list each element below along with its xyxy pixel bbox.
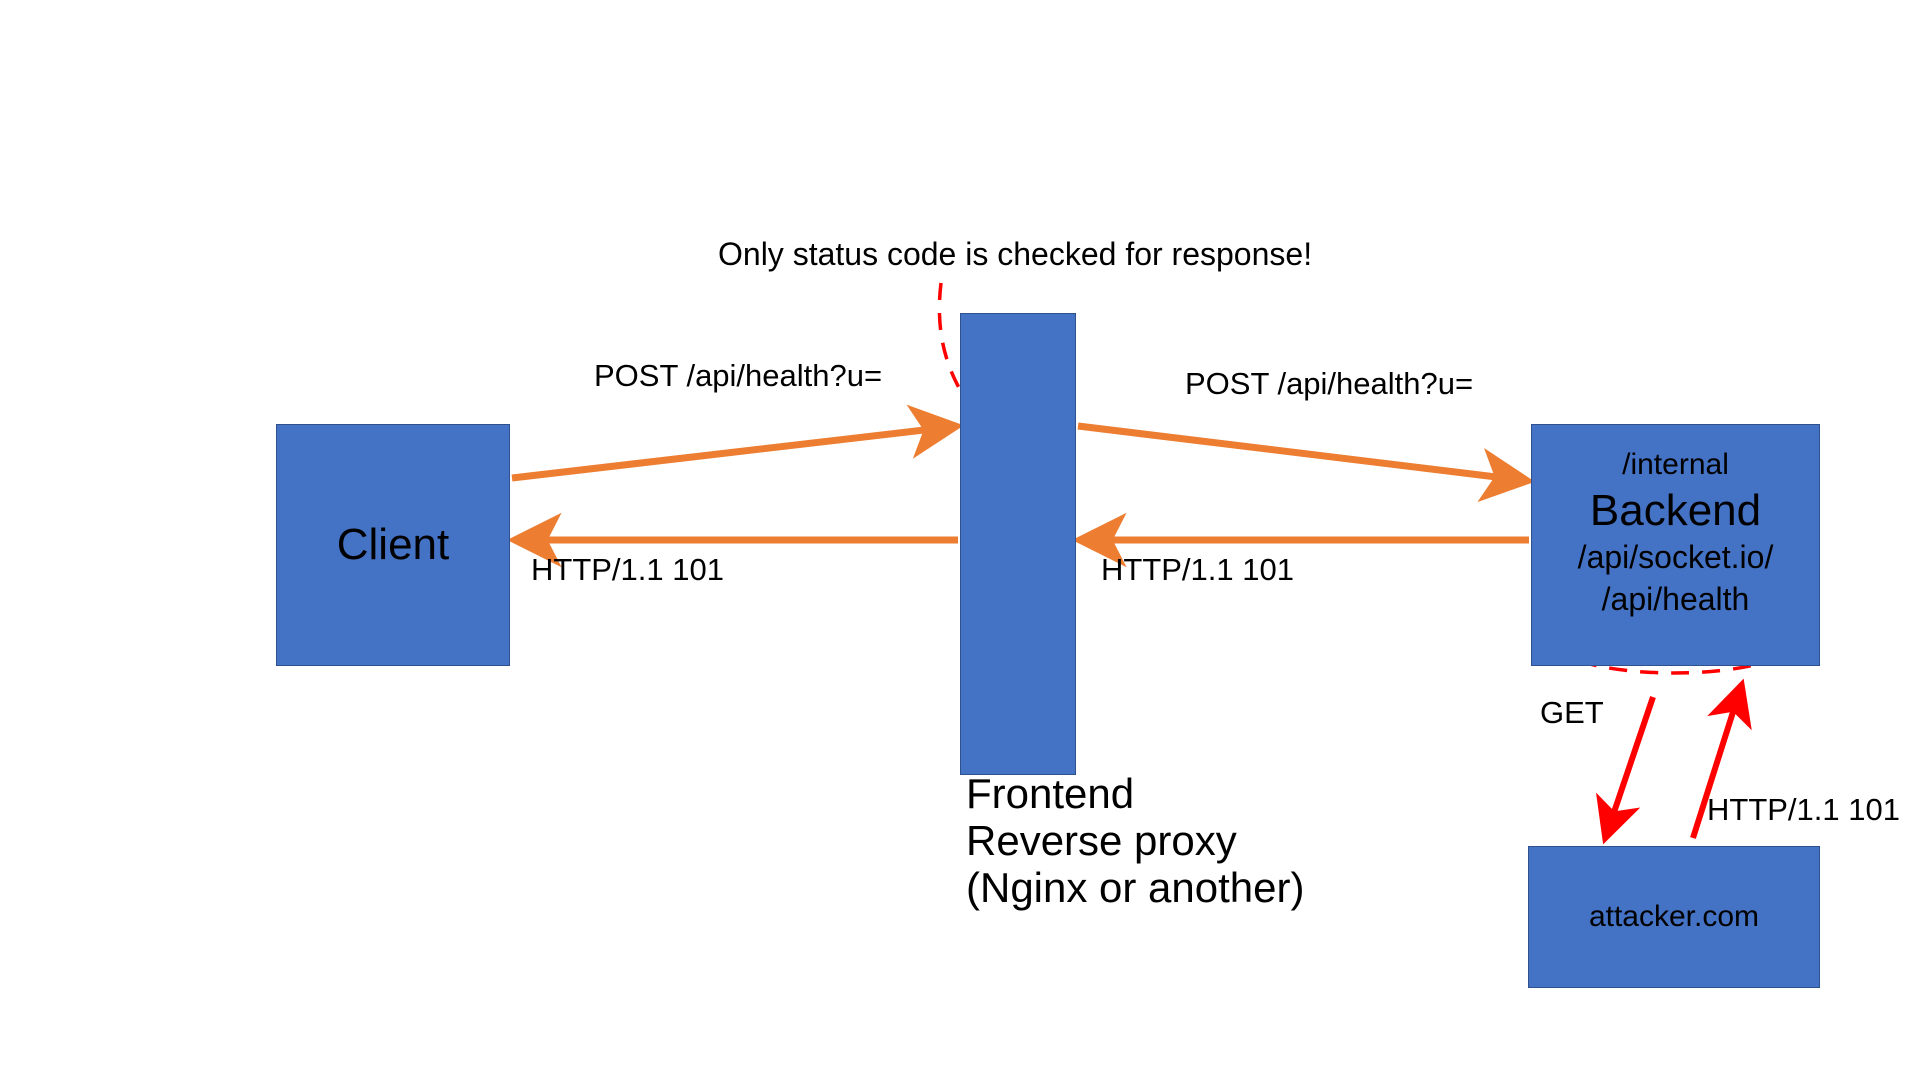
edge-label-attacker-to-backend: HTTP/1.1 101 <box>1707 792 1900 827</box>
node-attacker[interactable]: attacker.com <box>1528 846 1820 988</box>
headline-note: Only status code is checked for response… <box>718 236 1313 272</box>
node-attacker-label: attacker.com <box>1588 900 1760 933</box>
node-client[interactable]: Client <box>276 424 510 666</box>
edge-label-frontend-to-client: HTTP/1.1 101 <box>531 552 724 587</box>
backend-line-internal: /internal <box>1622 448 1729 481</box>
backend-route-health: /api/health <box>1601 581 1750 618</box>
node-frontend[interactable] <box>960 313 1076 775</box>
edge-label-backend-to-frontend: HTTP/1.1 101 <box>1101 552 1294 587</box>
edge-label-frontend-to-backend: POST /api/health?u= <box>1185 366 1474 401</box>
node-backend[interactable]: /internal Backend /api/socket.io/ /api/h… <box>1531 424 1820 666</box>
edge-label-client-to-frontend: POST /api/health?u= <box>594 358 883 393</box>
edge-frontend-to-backend <box>1077 422 1535 503</box>
edge-label-backend-to-attacker: GET <box>1540 695 1604 730</box>
frontend-caption-line1: Frontend <box>966 770 1135 817</box>
node-client-label: Client <box>336 519 450 569</box>
edge-attacker-to-backend <box>1690 678 1752 839</box>
frontend-caption-line3: (Nginx or another) <box>966 864 1305 912</box>
backend-route-socketio: /api/socket.io/ <box>1577 539 1774 576</box>
backend-label: Backend <box>1589 485 1762 535</box>
edge-client-to-frontend <box>511 404 964 482</box>
edge-backend-to-attacker <box>1595 696 1656 845</box>
frontend-caption-line2: Reverse proxy <box>966 817 1237 865</box>
frontend-caption: Frontend Reverse proxy (Nginx or another… <box>966 770 1304 911</box>
